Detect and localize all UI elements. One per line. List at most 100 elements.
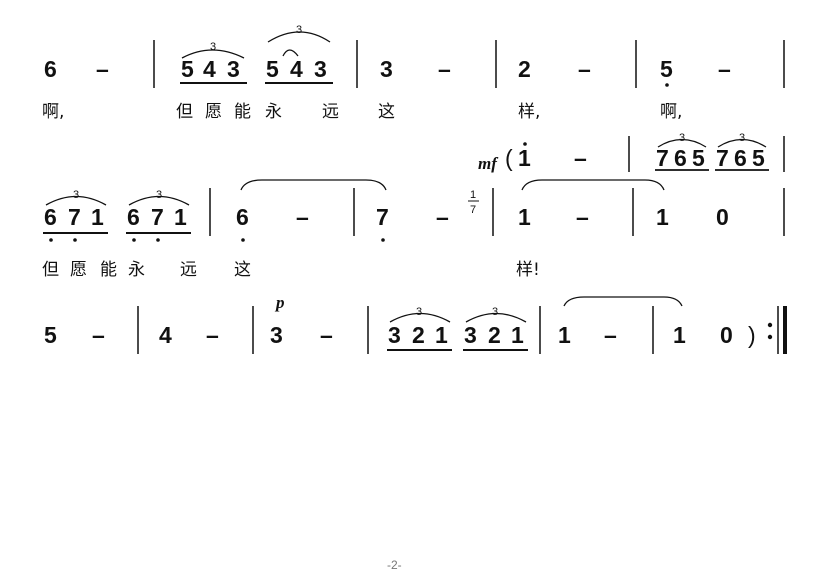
lyric: 愿 bbox=[205, 102, 222, 122]
note-dash: – bbox=[438, 56, 451, 82]
note-6-low: 6 bbox=[44, 204, 57, 230]
note-4: 4 bbox=[290, 56, 303, 82]
note-dash: – bbox=[578, 56, 591, 82]
grace-fraction-top: 1 bbox=[470, 189, 476, 201]
note-dash: – bbox=[320, 322, 333, 348]
tie-arc bbox=[282, 49, 299, 57]
triplet-slur bbox=[465, 312, 527, 323]
system-3: 5 – 4 – p 3 – 3 2 1 3 3 2 1 3 1 – 1 0 ) bbox=[44, 293, 787, 354]
triplet-slur bbox=[717, 138, 767, 148]
lyric: 样, bbox=[518, 102, 540, 122]
lyric: 这 bbox=[234, 260, 251, 280]
triplet-slur bbox=[128, 195, 190, 206]
low-dot bbox=[665, 83, 669, 87]
note-2: 2 bbox=[488, 322, 501, 348]
note-dash: – bbox=[604, 322, 617, 348]
note-1: 1 bbox=[511, 322, 524, 348]
lyric: 能 bbox=[100, 260, 117, 280]
triplet-mark: 3 bbox=[296, 24, 302, 36]
note-5: 5 bbox=[266, 56, 279, 82]
note-1: 1 bbox=[558, 322, 571, 348]
low-dot bbox=[132, 238, 136, 242]
system-1: 6 – 5 4 3 3 5 4 3 3 3 – 2 – 5 – bbox=[44, 24, 785, 88]
system-2: mf ( 1 – 7 6 5 3 7 6 5 3 6 7 1 3 6 7 1 3 bbox=[43, 132, 785, 242]
note-dash: – bbox=[574, 145, 587, 171]
note-5-low: 5 bbox=[660, 56, 673, 82]
note-1: 1 bbox=[656, 204, 669, 230]
triplet-mark: 3 bbox=[73, 189, 79, 201]
lyric: 但 bbox=[42, 260, 59, 280]
paren-close: ) bbox=[748, 322, 756, 348]
lyric: 样! bbox=[516, 260, 540, 280]
note-2: 2 bbox=[412, 322, 425, 348]
triplet-slur bbox=[181, 49, 245, 59]
note-0: 0 bbox=[720, 322, 733, 348]
note-7-low: 7 bbox=[68, 204, 81, 230]
page-number: -2- bbox=[387, 558, 402, 572]
note-7: 7 bbox=[716, 145, 729, 171]
note-5: 5 bbox=[752, 145, 765, 171]
low-dot bbox=[73, 238, 77, 242]
note-5: 5 bbox=[692, 145, 705, 171]
lyric: 能 bbox=[234, 102, 251, 122]
low-dot bbox=[381, 238, 385, 242]
paren-open: ( bbox=[505, 145, 513, 171]
lyrics-line-2: 但 愿 能 永 远 这 样! bbox=[42, 260, 540, 280]
triplet-mark: 3 bbox=[156, 189, 162, 201]
note-6-low: 6 bbox=[127, 204, 140, 230]
low-dot bbox=[241, 238, 245, 242]
repeat-dot bbox=[767, 322, 773, 328]
lyrics-line-1: 啊, 但 愿 能 永 远 这 样, 啊, bbox=[42, 102, 682, 122]
note-7: 7 bbox=[656, 145, 669, 171]
triplet-slur bbox=[657, 138, 707, 148]
note-5: 5 bbox=[181, 56, 194, 82]
note-1: 1 bbox=[91, 204, 104, 230]
high-dot bbox=[523, 142, 527, 146]
note-6: 6 bbox=[674, 145, 687, 171]
note-dash: – bbox=[96, 56, 109, 82]
note-6-low: 6 bbox=[236, 204, 249, 230]
dynamic-p: p bbox=[274, 293, 285, 312]
lyric: 啊, bbox=[660, 102, 682, 122]
note-3: 3 bbox=[380, 56, 393, 82]
tie-slur bbox=[240, 179, 387, 191]
note-7-low: 7 bbox=[151, 204, 164, 230]
note-3: 3 bbox=[464, 322, 477, 348]
triplet-slur bbox=[389, 312, 451, 323]
repeat-dot bbox=[767, 334, 773, 340]
note-3: 3 bbox=[227, 56, 240, 82]
note-dash: – bbox=[436, 204, 449, 230]
note-0: 0 bbox=[716, 204, 729, 230]
lyric: 永 bbox=[128, 260, 145, 280]
lyric: 远 bbox=[322, 102, 339, 122]
triplet-mark: 3 bbox=[679, 132, 685, 144]
low-dot bbox=[156, 238, 160, 242]
triplet-mark: 3 bbox=[739, 132, 745, 144]
note-6: 6 bbox=[734, 145, 747, 171]
lyric: 这 bbox=[378, 102, 395, 122]
lyric: 永 bbox=[265, 102, 282, 122]
note-4: 4 bbox=[203, 56, 216, 82]
note-dash: – bbox=[296, 204, 309, 230]
lyric: 但 bbox=[176, 102, 193, 122]
triplet-slur bbox=[267, 31, 331, 43]
triplet-slur bbox=[45, 195, 107, 206]
tie-slur bbox=[563, 296, 683, 307]
triplet-mark: 3 bbox=[416, 306, 422, 318]
note-1: 1 bbox=[435, 322, 448, 348]
note-dash: – bbox=[576, 204, 589, 230]
note-1: 1 bbox=[673, 322, 686, 348]
note-3: 3 bbox=[388, 322, 401, 348]
note-dash: – bbox=[718, 56, 731, 82]
grace-fraction-bottom: 7 bbox=[470, 204, 476, 216]
note-1-high: 1 bbox=[518, 145, 531, 171]
note-dash: – bbox=[206, 322, 219, 348]
lyric: 啊, bbox=[42, 102, 64, 122]
note-1: 1 bbox=[174, 204, 187, 230]
note-dash: – bbox=[92, 322, 105, 348]
dynamic-mf: mf bbox=[478, 154, 499, 173]
note-2: 2 bbox=[518, 56, 531, 82]
note-3: 3 bbox=[314, 56, 327, 82]
note-7-low: 7 bbox=[376, 204, 389, 230]
